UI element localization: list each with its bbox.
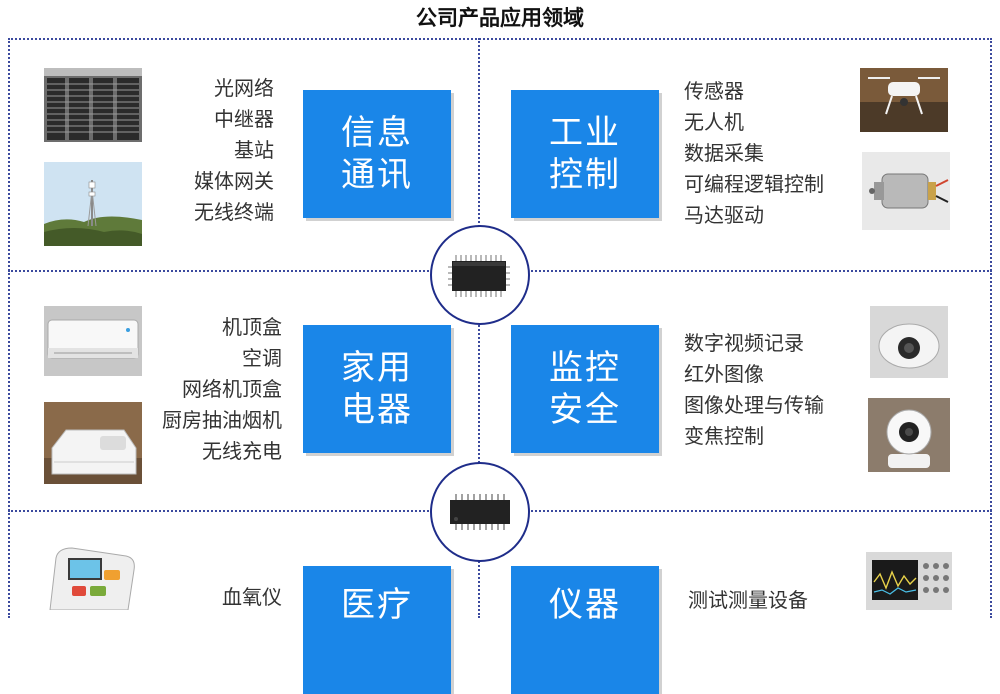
server-rack-photo [44, 68, 142, 142]
air-conditioner-photo [44, 306, 142, 376]
range-hood-photo [44, 402, 142, 484]
category-info-comm: 信息 通讯 [303, 90, 451, 218]
category-label: 监控 [549, 348, 621, 388]
security-monitoring-applications: 数字视频记录 红外图像 图像处理与传输 变焦控制 [684, 328, 854, 452]
chip-circle-bottom [430, 462, 530, 562]
category-label: 工业 [549, 113, 621, 153]
dome-camera-photo [870, 306, 948, 378]
category-label: 控制 [549, 155, 621, 195]
category-home-appliances: 家用 电器 [303, 325, 451, 453]
category-security-monitoring: 监控 安全 [511, 325, 659, 453]
app-item: 测试测量设备 [688, 588, 808, 612]
app-item: 血氧仪 [222, 585, 282, 609]
category-industrial-control: 工业 控制 [511, 90, 659, 218]
cell-tower-photo [44, 162, 142, 246]
app-item: 中继器 [214, 107, 274, 131]
app-item: 红外图像 [684, 362, 764, 386]
page-title: 公司产品应用领域 [416, 6, 584, 30]
info-comm-applications: 光网络 中继器 基站 媒体网关 无线终端 [150, 73, 274, 228]
app-item: 无线终端 [194, 200, 274, 224]
category-label: 安全 [549, 390, 621, 430]
category-label: 信息 [341, 113, 413, 153]
app-item: 数据采集 [684, 141, 764, 165]
app-item: 无线充电 [202, 439, 282, 463]
industrial-control-applications: 传感器 无人机 数据采集 可编程逻辑控制 马达驱动 [684, 76, 854, 231]
app-item: 变焦控制 [684, 424, 764, 448]
app-item: 网络机顶盒 [182, 377, 282, 401]
app-item: 可编程逻辑控制 [684, 172, 824, 196]
sop-chip-icon [450, 494, 510, 530]
app-item: 数字视频记录 [684, 331, 804, 355]
app-item: 机顶盒 [222, 315, 282, 339]
home-appliance-applications: 机顶盒 空调 网络机顶盒 厨房抽油烟机 无线充电 [150, 312, 282, 467]
app-item: 基站 [234, 138, 274, 162]
qfp-chip-icon [448, 255, 510, 297]
app-item: 空调 [242, 346, 282, 370]
category-label: 电器 [341, 390, 413, 430]
app-item: 无人机 [684, 110, 744, 134]
drone-photo [860, 68, 948, 132]
app-item: 厨房抽油烟机 [162, 408, 282, 432]
app-item: 图像处理与传输 [684, 393, 824, 417]
app-item: 传感器 [684, 79, 744, 103]
category-instruments: 仪器 [511, 566, 659, 694]
medical-applications: 血氧仪 [150, 582, 282, 613]
category-label: 医疗 [341, 585, 413, 625]
divider-top [8, 38, 992, 40]
app-item: 媒体网关 [194, 169, 274, 193]
divider-center [478, 38, 480, 618]
ptz-camera-photo [868, 398, 950, 472]
motor-photo [862, 152, 950, 230]
app-item: 马达驱动 [684, 203, 764, 227]
divider-right [990, 38, 992, 618]
category-label: 仪器 [549, 585, 621, 625]
chip-circle-top [430, 225, 530, 325]
instrument-applications: 测试测量设备 [688, 585, 858, 616]
oscilloscope-photo [866, 552, 952, 610]
divider-left [8, 38, 10, 618]
oximeter-photo [42, 540, 142, 610]
category-label: 通讯 [341, 155, 413, 195]
category-medical: 医疗 [303, 566, 451, 694]
category-label: 家用 [341, 348, 413, 388]
app-item: 光网络 [214, 76, 274, 100]
